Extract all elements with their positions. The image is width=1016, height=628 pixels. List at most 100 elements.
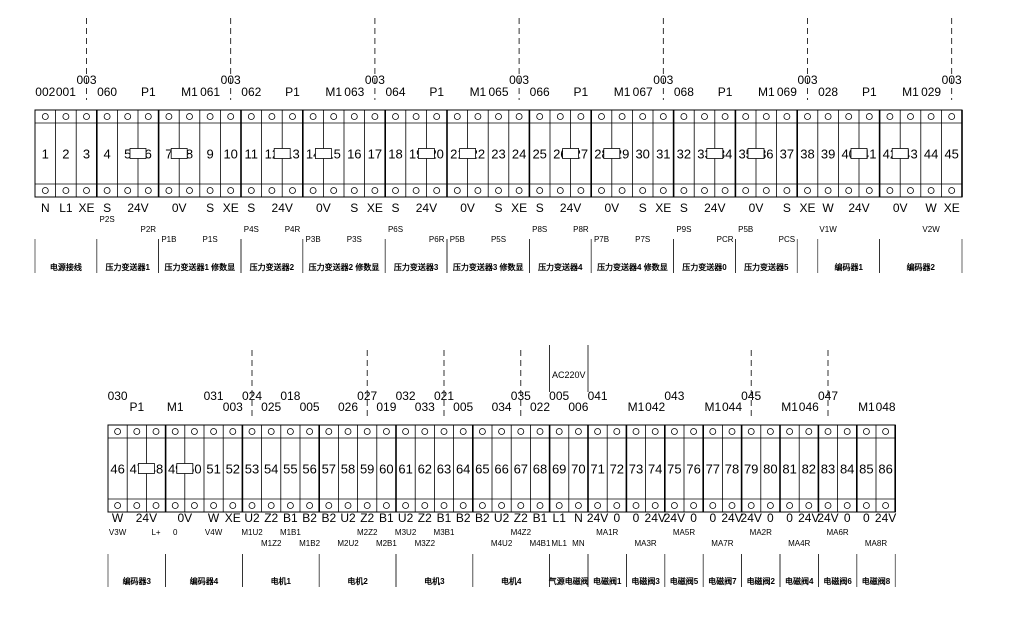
wire-tag: P9S [676,225,691,234]
wire-number-label: 068 [674,85,694,99]
terminal-number: 2 [62,147,69,162]
screw-icon [330,187,338,194]
screw-icon [598,187,605,194]
jumper-bridge [562,148,579,159]
wire-tag: M1U2 [241,528,263,537]
wire-tag: P2S [100,215,115,224]
wire-number-label: M1 [628,400,645,414]
terminal-block: 37 [776,110,794,197]
terminal-number: 55 [283,462,297,477]
screw-icon [144,113,152,120]
screw-icon [701,187,708,194]
terminal-number: 73 [629,462,643,477]
terminal-block: 31 [652,110,671,197]
screw-icon [412,113,420,120]
screw-icon [632,502,640,509]
group-label: 气源电磁阀 [548,576,589,586]
terminal-number: 64 [456,462,470,477]
screw-icon [459,502,467,509]
screw-icon [577,113,585,120]
terminal-block: 5 [117,110,131,197]
screw-icon [402,502,410,509]
screw-icon [671,428,678,435]
wire-number-label: M1 [181,85,198,99]
wire-number-label: 063 [344,85,364,99]
wire-number-label: 003 [76,73,96,87]
screw-icon [248,502,256,509]
screw-icon [742,113,750,120]
screw-icon [517,428,525,435]
screw-icon [363,502,371,509]
signal-label: 0 [863,511,870,525]
jumper-bridge [129,148,147,159]
screw-icon [555,428,563,435]
jumper-bridge [176,463,194,474]
screw-icon [577,187,585,194]
wire-tag: M1Z2 [261,539,282,548]
screw-icon [495,187,502,194]
terminal-block: 63 [433,425,451,512]
wire-tag: MA2R [750,528,772,537]
terminal-number: 62 [418,462,432,477]
terminal-number: 76 [686,462,700,477]
wire-tag: MA8R [865,539,887,548]
terminal-number: 78 [725,462,739,477]
terminal-block: 54 [261,425,278,512]
wire-tag: V3W [109,528,127,537]
wire-number-label: 003 [223,400,243,414]
jumper-bridge [137,463,155,474]
screw-icon [402,428,410,435]
group-label: 压力变送器3 修数显 [453,262,524,272]
screw-icon [786,502,793,509]
screw-icon [882,502,889,509]
signal-label: 0 [767,511,774,525]
signal-label: L1 [553,511,567,525]
signal-label: W [925,201,937,215]
screw-icon [453,187,461,194]
screw-icon [382,428,390,435]
wire-number-label: M1 [325,85,342,99]
terminal-block: 60 [376,425,394,512]
screw-icon [453,113,461,120]
signal-label: B2 [321,511,336,525]
screw-icon [680,187,688,194]
screw-icon [286,428,294,435]
signal-label: 24V [721,511,742,525]
terminal-number: 66 [494,462,508,477]
wire-number-label: 003 [365,73,385,87]
screw-icon [247,113,255,120]
screw-icon [133,502,141,509]
terminal-number: 83 [821,462,835,477]
screw-icon [103,187,111,194]
screw-icon [186,187,193,194]
terminal-block: 24 [508,110,526,197]
group-label: 电磁阀8 [862,576,891,586]
wire-tag: P7B [594,235,609,244]
screw-icon [632,428,640,435]
screw-icon [227,113,235,120]
terminal-number: 75 [667,462,681,477]
terminal-number: 79 [744,462,758,477]
signal-label: Z2 [418,511,432,525]
signal-label: XE [223,201,239,215]
signal-label: 0 [709,511,716,525]
terminal-block: 67 [510,425,528,512]
terminal-number: 57 [322,462,336,477]
signal-label: XE [944,201,960,215]
terminal-block: 66 [491,425,509,512]
signal-label: 0V [177,511,192,525]
terminal-number: 6 [145,147,152,162]
terminal-number: 54 [264,462,278,477]
terminal-block: 55 [280,425,298,512]
screw-icon [824,113,832,120]
terminal-block: 30 [632,110,650,197]
terminal-number: 80 [763,462,777,477]
screw-icon [350,113,358,120]
wire-number-label: 025 [261,400,281,414]
terminal-block: 2 [55,110,70,197]
screw-icon [210,502,218,509]
screw-icon [309,113,317,120]
screw-icon [478,428,486,435]
terminal-number: 11 [245,147,259,162]
signal-label: XE [655,201,671,215]
